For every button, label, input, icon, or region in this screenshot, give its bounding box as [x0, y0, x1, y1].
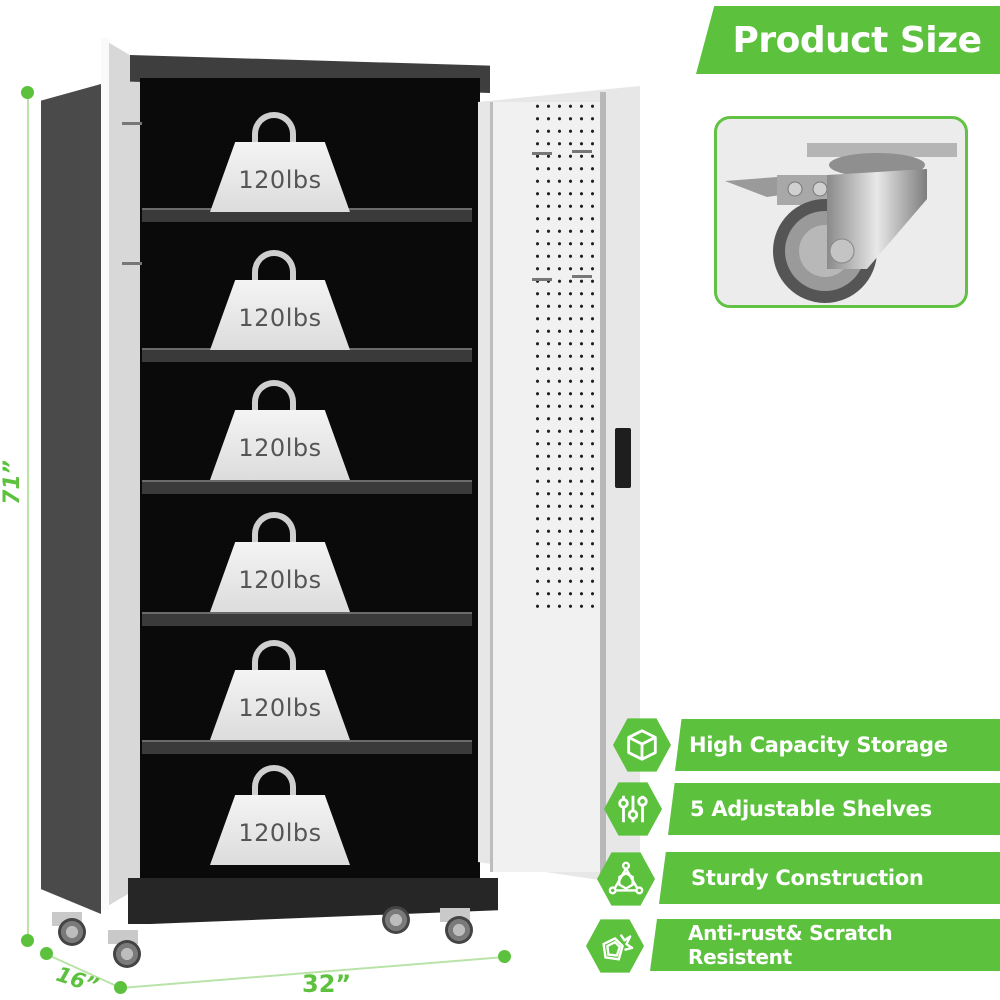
weight-label: 120lbs	[238, 166, 322, 194]
weight-icon: 120lbs	[210, 380, 350, 480]
weight-icon: 120lbs	[210, 765, 350, 865]
pegboard	[530, 96, 594, 616]
width-label: 32”	[302, 970, 352, 998]
shelf-4	[142, 612, 472, 626]
feature-high-capacity: High Capacity Storage	[675, 719, 1000, 771]
structure-icon	[597, 852, 655, 906]
pegboard-hook	[572, 150, 592, 153]
sliders-icon	[604, 782, 662, 836]
feature-anti-rust: Anti-rust& Scratch Resistent	[650, 919, 1000, 971]
dimension-dot	[498, 950, 511, 963]
locking-caster-wheel-icon	[725, 143, 957, 303]
weight-icon: 120lbs	[210, 112, 350, 212]
weight-icon: 120lbs	[210, 640, 350, 740]
base-dimension-lines	[45, 953, 506, 989]
feature-label: Sturdy Construction	[691, 866, 924, 890]
weight-label: 120lbs	[238, 434, 322, 462]
pegboard-hook	[572, 275, 592, 278]
pegboard-hook	[532, 278, 552, 281]
weight-icon: 120lbs	[210, 512, 350, 612]
door-strip	[600, 92, 606, 882]
door-hook	[122, 262, 142, 265]
feature-label: 5 Adjustable Shelves	[690, 797, 932, 821]
height-label: 71”	[0, 460, 25, 505]
height-dimension-line	[27, 93, 29, 943]
weight-label: 120lbs	[238, 566, 322, 594]
weight-label: 120lbs	[238, 819, 322, 847]
caster-wheel	[113, 940, 141, 968]
shelf-2	[142, 348, 472, 362]
box-icon	[613, 718, 671, 772]
shelf-5	[142, 740, 472, 754]
caster-wheel	[445, 916, 473, 944]
caster-wheel	[58, 918, 86, 946]
shield-icon	[586, 919, 644, 973]
shelf-3	[142, 480, 472, 494]
weight-icon: 120lbs	[210, 250, 350, 350]
weight-label: 120lbs	[238, 694, 322, 722]
weight-label: 120lbs	[238, 304, 322, 332]
feature-label: High Capacity Storage	[689, 733, 948, 757]
caster-inset	[714, 116, 968, 308]
page-title: Product Size	[732, 19, 983, 61]
left-door-edge	[101, 38, 109, 910]
door-handle	[615, 428, 631, 488]
feature-adjustable-shelves: 5 Adjustable Shelves	[668, 783, 1000, 835]
cabinet-side-panel	[41, 84, 101, 914]
dimension-dot	[21, 934, 34, 947]
feature-label: Anti-rust& Scratch Resistent	[688, 921, 893, 969]
dimension-dot	[40, 947, 53, 960]
dimension-dot	[114, 981, 127, 994]
dimension-dot	[21, 86, 34, 99]
title-banner	[696, 6, 1000, 74]
door-hook	[122, 122, 142, 125]
caster-wheel	[382, 906, 410, 934]
feature-sturdy-construction: Sturdy Construction	[659, 852, 1000, 904]
pegboard-hook	[532, 152, 552, 155]
